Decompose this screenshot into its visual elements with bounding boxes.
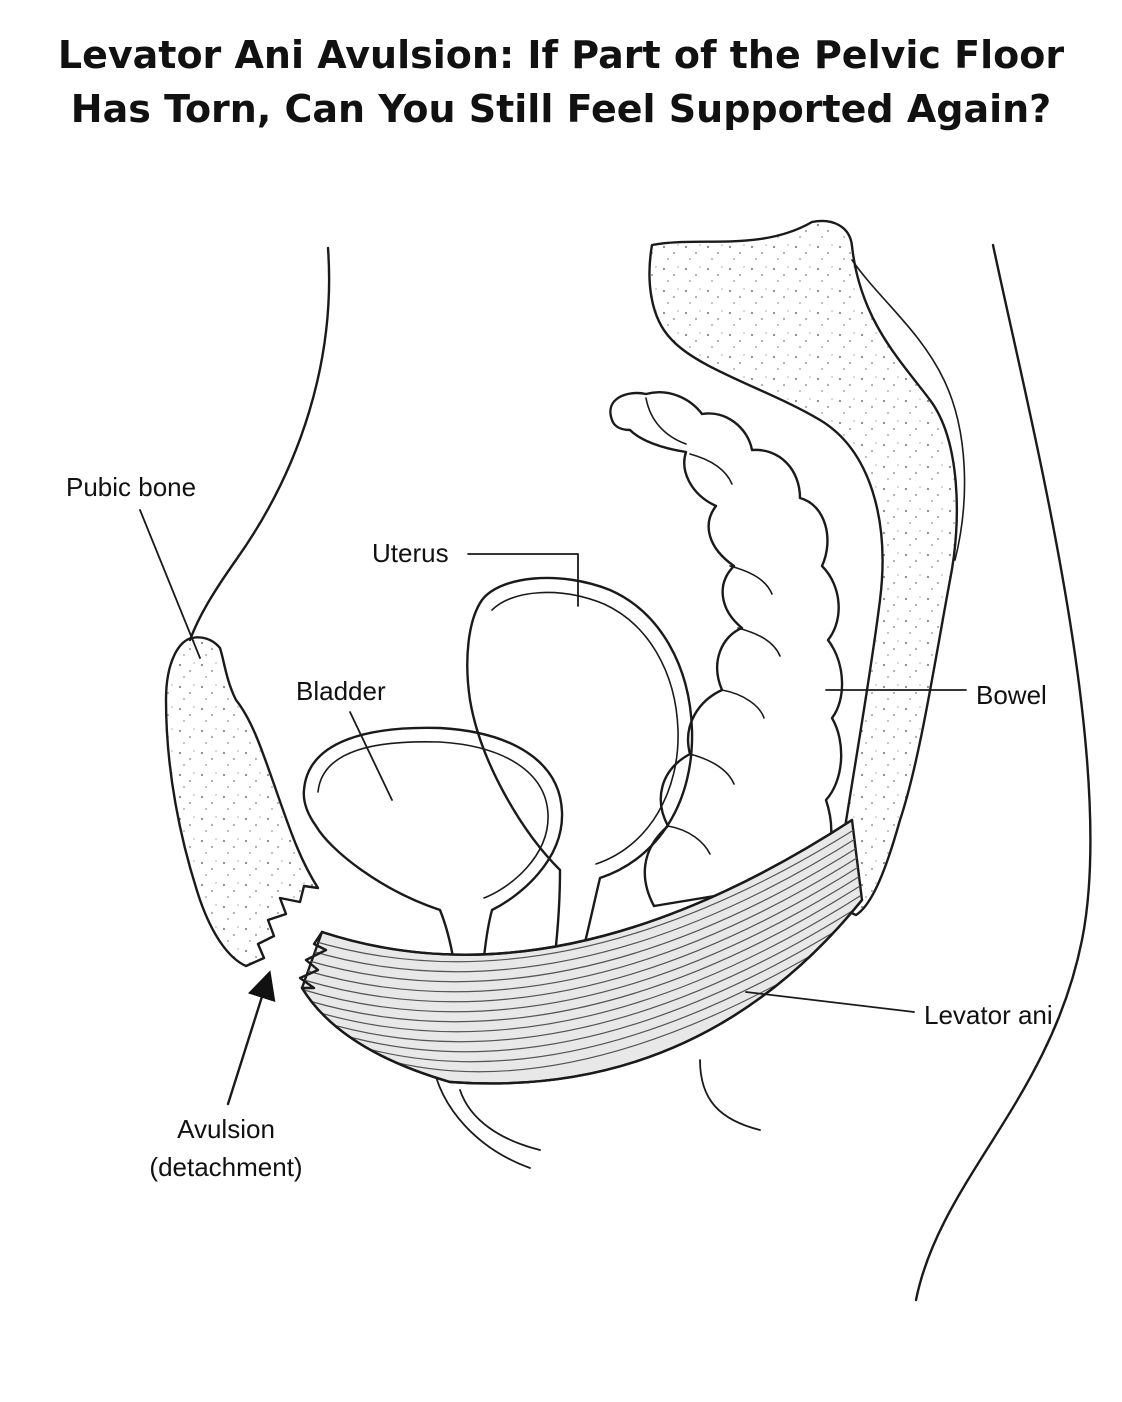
label-avulsion: Avulsion (detachment) (136, 1114, 316, 1182)
levator-ani-muscle (298, 818, 864, 1085)
title-line-1: Levator Ani Avulsion: If Part of the Pel… (57, 33, 1065, 77)
bladder (302, 726, 564, 1012)
title-line-2: Has Torn, Can You Still Feel Supported A… (70, 87, 1052, 131)
avulsion-arrow (226, 970, 276, 1106)
levator-ani-leader (745, 991, 915, 1013)
body-front-outline (188, 246, 331, 642)
label-avulsion-line-2: (detachment) (149, 1152, 303, 1182)
uterus-leader (467, 553, 579, 607)
body-back-outline (914, 243, 1092, 1302)
bowel (609, 391, 844, 908)
sacrum-inner-line (851, 259, 966, 561)
label-levator-ani: Levator ani (924, 1000, 1053, 1030)
uterus (466, 576, 694, 1002)
label-uterus: Uterus (372, 538, 449, 568)
pubic-bone-leader (139, 509, 201, 659)
torn-muscle-edge (298, 930, 328, 990)
diagram-title: Levator Ani Avulsion: If Part of the Pel… (0, 28, 1122, 136)
label-bladder: Bladder (296, 676, 386, 706)
bladder-leader (349, 711, 393, 801)
avulsion-tear-edge (245, 885, 319, 967)
label-avulsion-line-1: Avulsion (177, 1114, 275, 1144)
label-bowel: Bowel (976, 680, 1047, 710)
label-pubic-bone: Pubic bone (66, 472, 197, 502)
sacrum (648, 219, 959, 917)
